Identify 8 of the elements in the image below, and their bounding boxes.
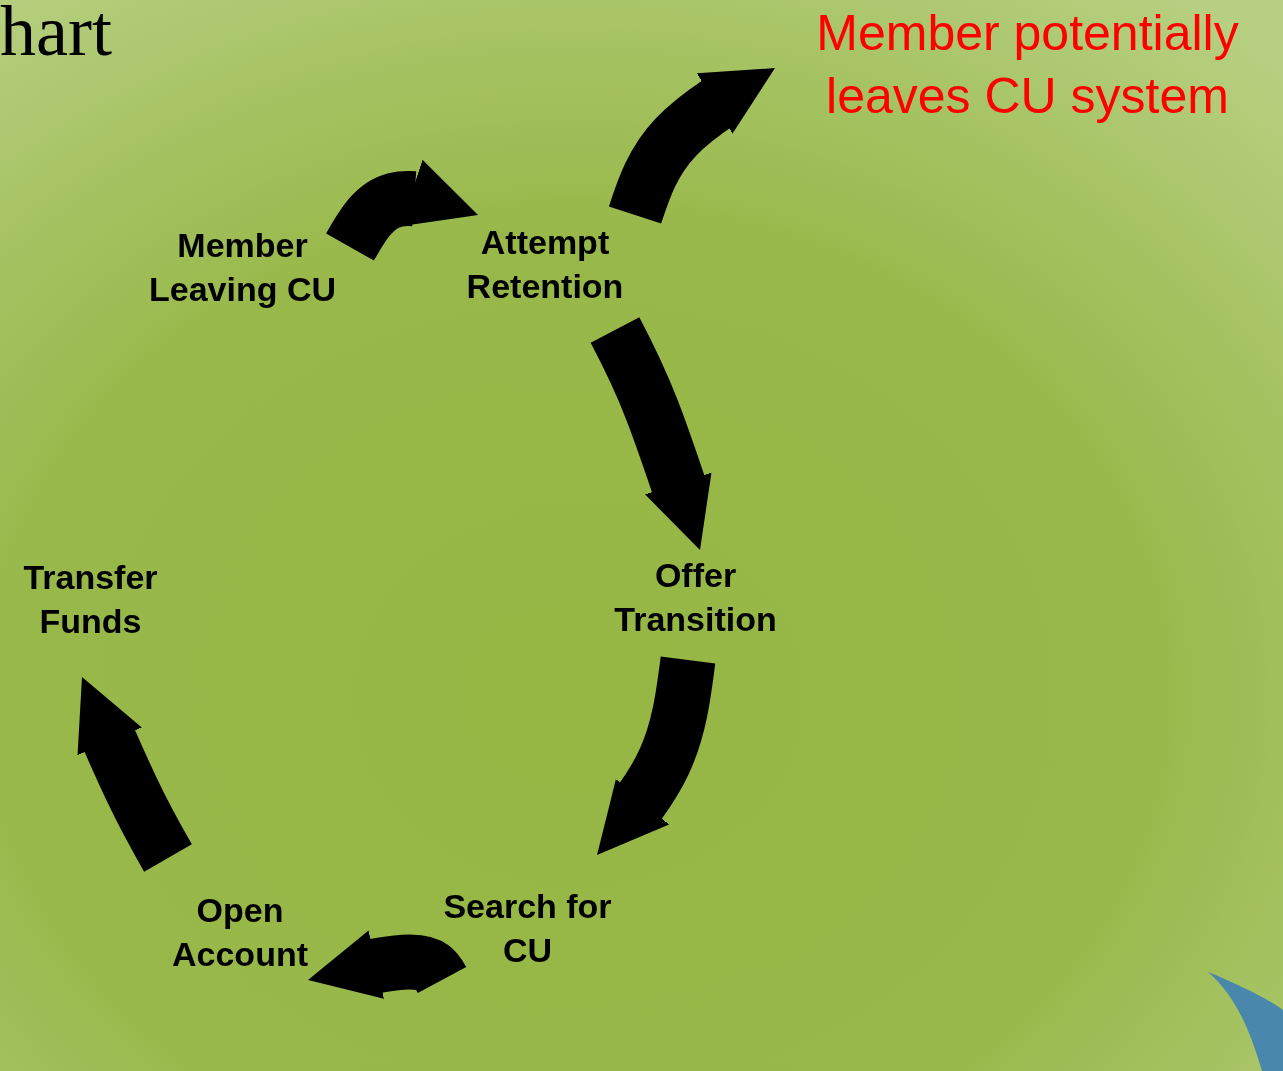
step-label: Open Account: [171, 890, 309, 975]
step-label: Offer Transition: [613, 555, 778, 640]
slide-title: hart: [0, 0, 112, 73]
step-label: Transfer Funds: [22, 557, 159, 642]
step-label: Member Leaving CU: [147, 225, 337, 310]
step-label: Search for CU: [442, 886, 613, 971]
warning-text: Member potentially leaves CU system: [815, 4, 1240, 126]
step-label: Attempt Retention: [465, 222, 625, 307]
